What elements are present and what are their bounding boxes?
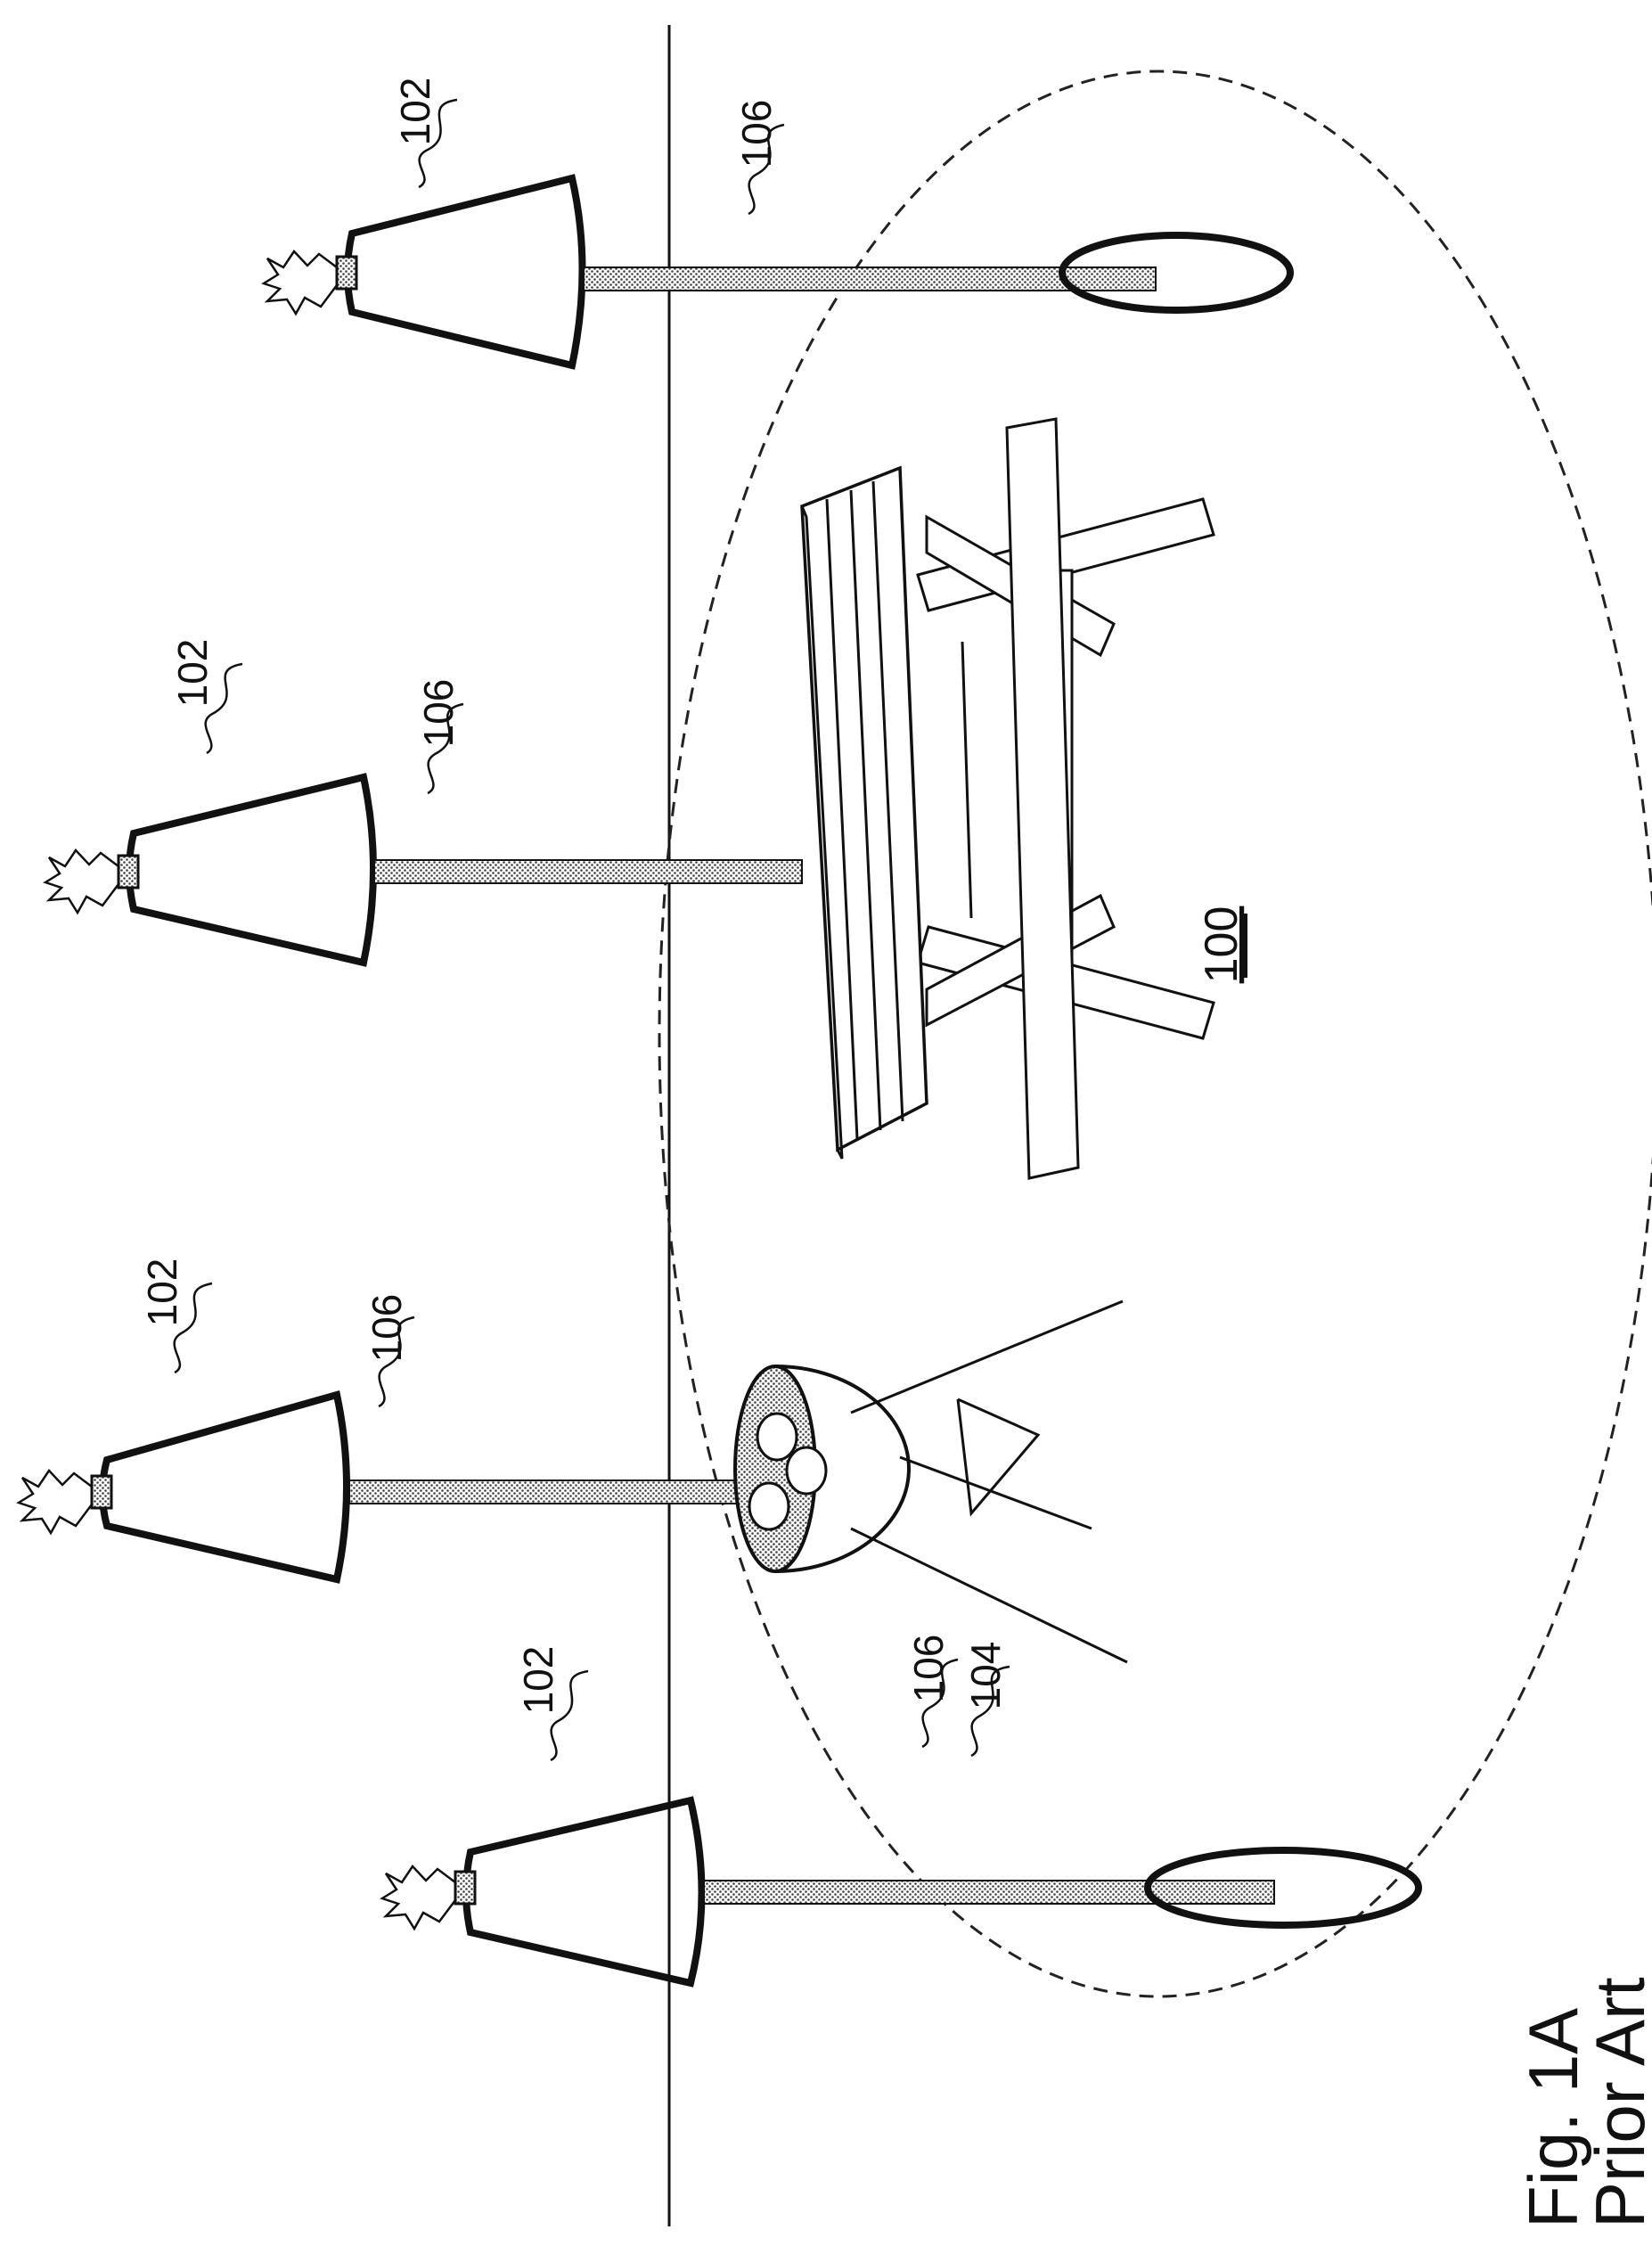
label-base: 104 [962,1642,1009,1710]
heater-2-burner [119,856,138,888]
heater-2-flame [45,850,119,913]
figure-caption-line2: Prior Art [1581,1977,1652,2228]
label-heater-1: 102 [392,78,438,146]
heater-3-burner [92,1476,111,1508]
heater-4-pole [704,1881,1274,1904]
table-bench [1007,419,1078,1178]
heater-3-pole [349,1480,741,1504]
label-heater-3: 102 [139,1258,185,1327]
heater-3-flame [19,1471,92,1533]
table-brace [962,642,971,918]
heater-4-burner [455,1872,475,1904]
label-pole-4: 106 [905,1635,952,1703]
patio-heater-4 [382,1800,1419,1983]
label-heater-4: 102 [515,1646,561,1715]
patio-heater-1 [264,178,1290,365]
heater-4-flame [382,1866,455,1929]
heater-1-reflector [348,178,583,365]
patio-heater-2 [45,777,802,963]
heater-1-flame [264,251,337,314]
heated-area-outline [659,71,1652,1996]
heater-1-burner [337,257,356,289]
label-pole-3: 106 [364,1294,410,1363]
patio-heater-3 [19,1395,741,1579]
label-area: 100 [1196,906,1247,984]
grill-leg [900,1457,1092,1529]
label-pole-2: 106 [415,679,462,748]
heater-3-reflector [102,1395,347,1579]
heater-2-reflector [129,777,373,963]
heater-2-pole [374,860,802,883]
grill-leg-brace [958,1399,1038,1513]
charcoal-grill [735,1301,1127,1662]
grill-coal [749,1483,789,1529]
grill-coal [757,1414,797,1460]
heater-4-reflector [466,1800,702,1983]
grill-coal [787,1447,826,1494]
picnic-table [802,419,1214,1178]
label-pole-1: 106 [733,100,780,168]
label-heater-2: 102 [169,639,216,708]
grill-leg [851,1301,1123,1413]
